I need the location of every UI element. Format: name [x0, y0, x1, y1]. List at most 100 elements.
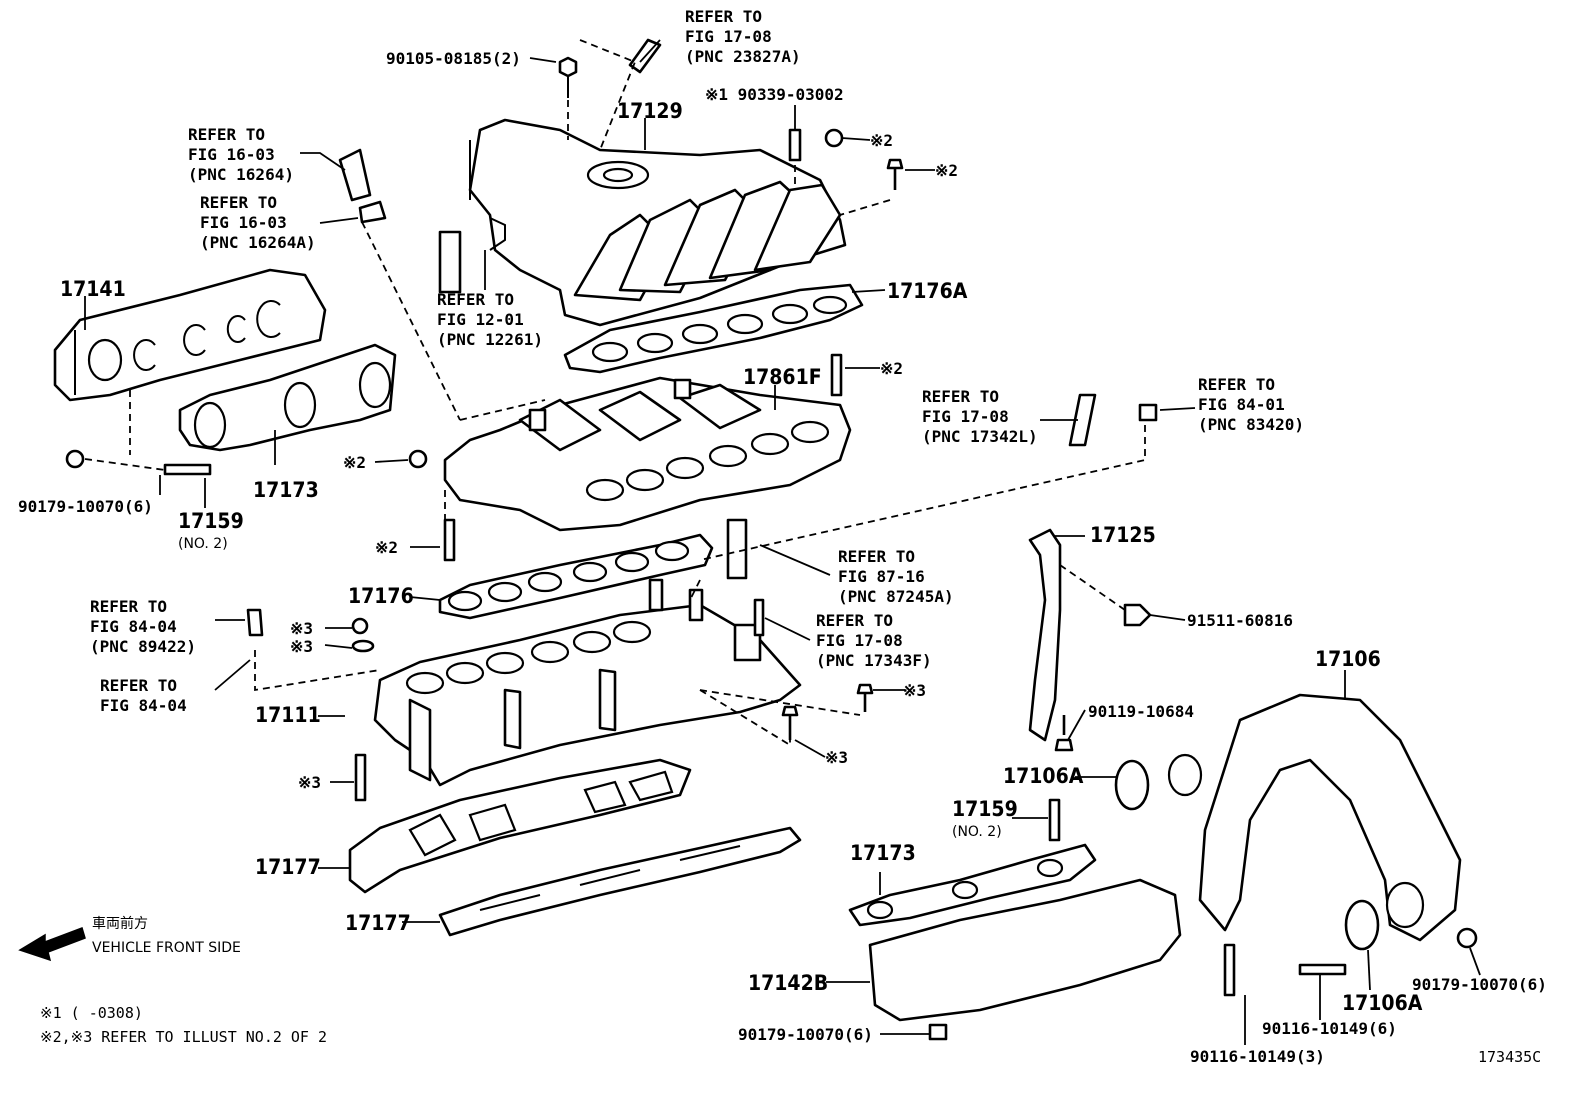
bolt-90105[interactable] — [558, 56, 578, 78]
mark2-stud-left: ※2 — [375, 538, 398, 557]
refer-block-84-04[interactable]: REFER TO FIG 84-04 — [100, 676, 187, 715]
washer-mark3-b[interactable] — [351, 639, 375, 653]
label-17106[interactable]: 17106 — [1315, 647, 1381, 671]
label-90116-6[interactable]: 90116-10149(6) — [1262, 1019, 1397, 1038]
label-90179-right[interactable]: 90179-10070(6) — [1412, 975, 1547, 994]
label-90119[interactable]: 90119-10684 — [1088, 702, 1194, 721]
label-90116-3[interactable]: 90116-10149(3) — [1190, 1047, 1325, 1066]
refer-block-16264A[interactable]: REFER TO FIG 16-03 (PNC 16264A) — [200, 193, 316, 252]
hose-ref-12261 — [438, 230, 462, 294]
stud-90339[interactable] — [788, 128, 802, 162]
svg-text:(PNC 87245A): (PNC 87245A) — [838, 587, 954, 606]
nut-90179-b[interactable] — [928, 1023, 948, 1041]
refer-block-89422[interactable]: REFER TO FIG 84-04 (PNC 89422) — [90, 597, 196, 656]
refer-block-12261[interactable]: REFER TO FIG 12-01 (PNC 12261) — [437, 290, 543, 349]
label-17861F[interactable]: 17861F — [743, 365, 822, 389]
label-90105[interactable]: 90105-08185(2) — [386, 49, 521, 68]
refer-block-17342L[interactable]: REFER TO FIG 17-08 (PNC 17342L) — [922, 387, 1038, 446]
vehicle-front-jp: 車両前方 — [92, 915, 148, 932]
label-17125[interactable]: 17125 — [1090, 523, 1156, 547]
hose-ref-87245A — [726, 518, 748, 580]
svg-text:REFER TO: REFER TO — [1198, 375, 1275, 394]
stud-mark2-c[interactable] — [830, 353, 843, 397]
bolt-91511[interactable] — [1123, 603, 1152, 627]
bolt-90119[interactable] — [1054, 715, 1074, 752]
bolt-mark3-c[interactable] — [856, 683, 874, 712]
stud-17159-b[interactable] — [1048, 798, 1061, 842]
part-17173-gasket-right[interactable] — [848, 843, 1097, 927]
refer-block-83420[interactable]: REFER TO FIG 84-01 (PNC 83420) — [1198, 375, 1304, 434]
mark3-washer: ※3 — [290, 637, 313, 656]
svg-text:REFER TO: REFER TO — [685, 7, 762, 26]
part-17176-gasket[interactable] — [438, 533, 714, 620]
mark2-nut-left: ※2 — [343, 453, 366, 472]
label-17111[interactable]: 17111 — [255, 703, 321, 727]
nut-90179-a[interactable] — [65, 449, 85, 469]
label-17177-lower[interactable]: 17177 — [345, 911, 411, 935]
label-17159-right[interactable]: 17159 — [952, 797, 1018, 821]
refer-block-16264[interactable]: REFER TO FIG 16-03 (PNC 16264) — [188, 125, 294, 184]
svg-text:REFER TO: REFER TO — [437, 290, 514, 309]
label-17173-left[interactable]: 17173 — [253, 478, 319, 502]
stud-mark3-e[interactable] — [354, 753, 367, 802]
mark2-nut-top: ※2 — [870, 131, 893, 150]
part-17141-heat-insulator[interactable] — [53, 268, 327, 402]
bolt-mark2-b[interactable] — [886, 158, 904, 190]
refer-block-87245A[interactable]: REFER TO FIG 87-16 (PNC 87245A) — [838, 547, 954, 606]
stud-90116-a[interactable] — [1223, 943, 1236, 997]
part-17106-exhaust-pipe[interactable] — [1167, 693, 1462, 942]
part-17142B-heat-insulator[interactable] — [868, 878, 1182, 1022]
hardware — [65, 38, 1478, 1041]
label-17106A-upper[interactable]: 17106A — [1003, 764, 1084, 788]
stud-90116-b[interactable] — [1298, 963, 1347, 976]
part-17177-gasket-upper[interactable] — [348, 758, 692, 894]
label-17106A-lower[interactable]: 17106A — [1342, 991, 1423, 1015]
bolt-mark3-d[interactable] — [781, 705, 799, 740]
svg-text:(PNC 16264A): (PNC 16264A) — [200, 233, 316, 252]
svg-text:(PNC 83420): (PNC 83420) — [1198, 415, 1304, 434]
part-17861F-intake-runners[interactable] — [443, 376, 852, 532]
hose-ref-17342L — [1068, 393, 1097, 447]
svg-text:FIG 84-04: FIG 84-04 — [100, 696, 187, 715]
label-17176A[interactable]: 17176A — [887, 279, 968, 303]
part-17111-lower-intake-manifold[interactable] — [373, 578, 802, 787]
clip-ref-16264A — [358, 200, 387, 224]
mark3-bolt-lower: ※3 — [825, 748, 848, 767]
part-17176A-gasket[interactable] — [563, 283, 864, 374]
part-17125-bracket[interactable] — [1028, 528, 1062, 742]
part-17106A-gasket-upper[interactable] — [1114, 759, 1150, 811]
part-17129-intake-plenum[interactable] — [468, 118, 847, 327]
svg-text:FIG 16-03: FIG 16-03 — [188, 145, 275, 164]
nut-90179-c[interactable] — [1456, 927, 1478, 949]
stud-17159-a[interactable] — [163, 463, 212, 476]
label-91511[interactable]: 91511-60816 — [1187, 611, 1293, 630]
svg-text:FIG 17-08: FIG 17-08 — [816, 631, 903, 650]
part-17177-gasket-lower[interactable] — [438, 826, 802, 937]
stud-mark2-e[interactable] — [443, 518, 456, 562]
label-17142B[interactable]: 17142B — [748, 971, 828, 995]
label-90339[interactable]: ※1 90339-03002 — [705, 85, 844, 104]
svg-text:REFER TO: REFER TO — [188, 125, 265, 144]
svg-text:REFER TO: REFER TO — [816, 611, 893, 630]
nut-mark2-d[interactable] — [408, 449, 428, 469]
label-90179-bottom[interactable]: 90179-10070(6) — [738, 1025, 873, 1044]
nut-mark2-a[interactable] — [824, 128, 844, 148]
pipe-ref-17343F — [753, 598, 765, 637]
label-17141[interactable]: 17141 — [60, 277, 126, 301]
part-17173-gasket-left[interactable] — [178, 343, 397, 452]
label-17177-upper[interactable]: 17177 — [255, 855, 321, 879]
label-17173-right[interactable]: 17173 — [850, 841, 916, 865]
label-17159-right-sub: (NO. 2) — [952, 824, 1002, 840]
label-17176[interactable]: 17176 — [348, 584, 414, 608]
leader-lines — [84, 39, 1481, 1045]
refer-block-17343F[interactable]: REFER TO FIG 17-08 (PNC 17343F) — [816, 611, 932, 670]
part-17106A-gasket-lower[interactable] — [1344, 899, 1380, 951]
nut-mark3-a[interactable] — [351, 617, 369, 635]
mark2-bolt-top: ※2 — [935, 161, 958, 180]
label-17129[interactable]: 17129 — [617, 99, 683, 123]
refer-block-23827A[interactable]: REFER TO FIG 17-08 (PNC 23827A) — [685, 7, 801, 66]
sensor-ref-83420 — [1138, 403, 1158, 422]
label-90179-left[interactable]: 90179-10070(6) — [18, 497, 153, 516]
vehicle-front-arrow — [18, 927, 86, 962]
label-17159-left[interactable]: 17159 — [178, 509, 244, 533]
